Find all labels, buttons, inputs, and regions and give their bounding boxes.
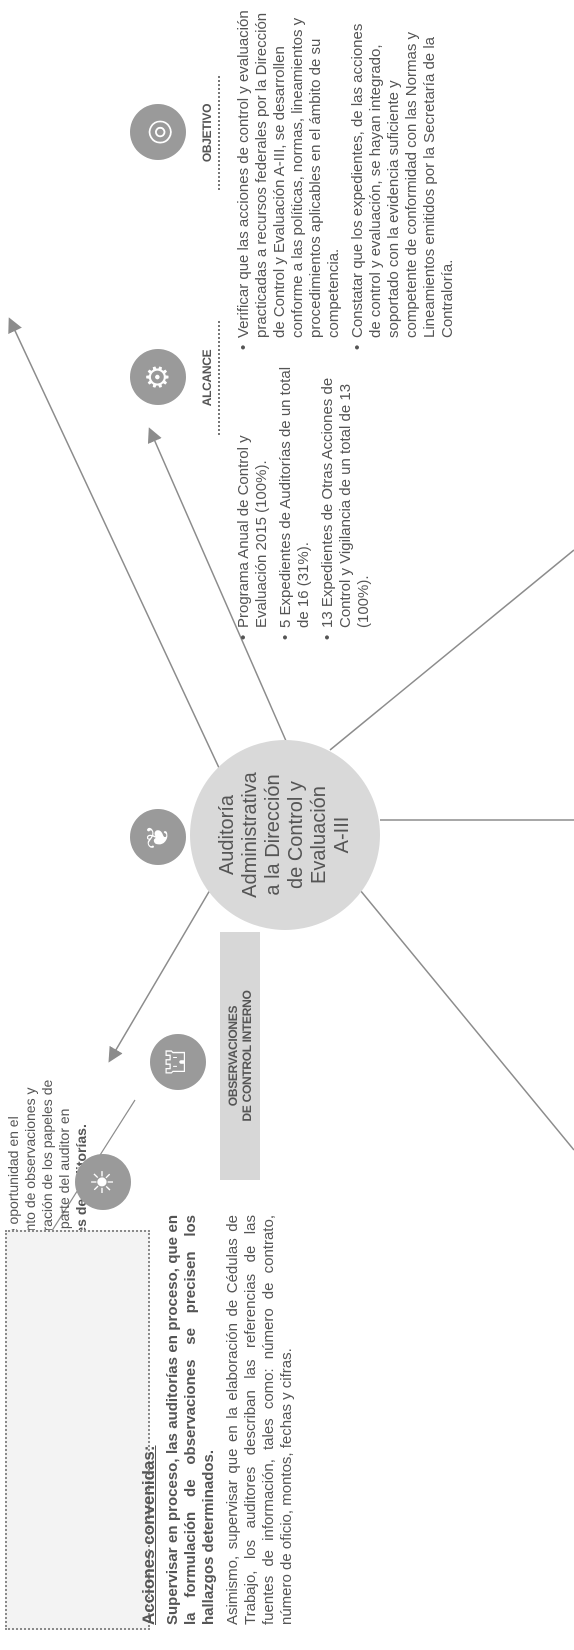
alcance-text: Programa Anual de Control y Evaluación 2… <box>235 360 379 640</box>
acciones-para2: Asimismo, supervisar que en la elaboraci… <box>224 1215 295 1625</box>
center-line: a la Dirección <box>262 774 284 896</box>
acciones-title: Acciones convenidas: <box>139 1445 158 1625</box>
building-icon: ⛫ <box>150 1034 206 1090</box>
acciones-panel: Acciones convenidas: Supervisar en proce… <box>139 1215 302 1625</box>
observaciones-label-line: OBSERVACIONES <box>226 1005 240 1107</box>
objetivo-item: Constatar que los expedientes, de las ac… <box>349 5 457 350</box>
objetivo-text: Verificar que las acciones de control y … <box>235 5 463 350</box>
central-node: Auditoría Administrativa a la Dirección … <box>190 740 380 930</box>
leaf-icon: ❦ <box>130 809 186 865</box>
objetivo-label: OBJETIVO <box>196 76 220 190</box>
center-line: Auditoría <box>216 794 238 876</box>
gears-icon: ⚙ <box>130 349 186 405</box>
observaciones-label-line: DE CONTROL INTERNO <box>240 990 254 1122</box>
alcance-item: 5 Expedientes de Auditorías de un total … <box>277 360 313 640</box>
observaciones-label: OBSERVACIONES DE CONTROL INTERNO <box>220 932 260 1180</box>
center-line: Administrativa <box>239 772 261 898</box>
target-icon: ◎ <box>130 104 186 160</box>
alcance-label: ALCANCE <box>196 321 220 435</box>
center-line: Evaluación <box>308 786 330 884</box>
objetivo-item: Verificar que las acciones de control y … <box>235 5 343 350</box>
alcance-item: 13 Expedientes de Otras Acciones de Cont… <box>319 360 373 640</box>
center-line: de Control y <box>285 781 307 889</box>
acciones-box <box>5 1230 150 1630</box>
acciones-para1: Supervisar en proceso, las auditorías en… <box>164 1215 217 1625</box>
center-line: A-III <box>331 816 353 854</box>
sun-icon: ☀ <box>75 1154 131 1210</box>
alcance-item: Programa Anual de Control y Evaluación 2… <box>235 360 271 640</box>
